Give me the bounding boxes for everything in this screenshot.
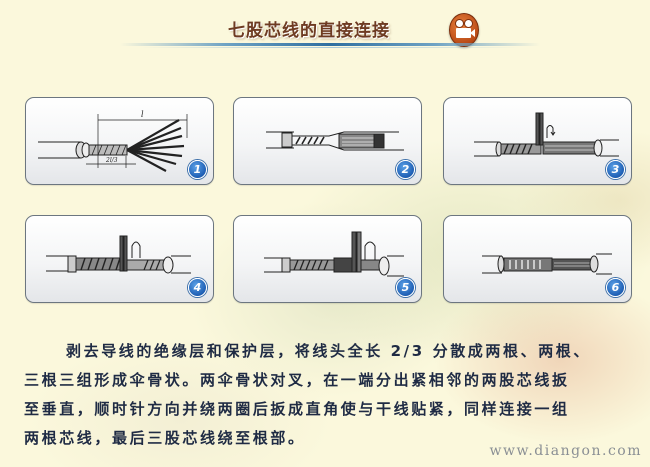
watermark: www.diangon.com bbox=[489, 443, 642, 459]
wire-diagram-spread-strands: l 2l/3 bbox=[38, 110, 188, 172]
wire-diagram-first-wind bbox=[474, 112, 619, 157]
wire-diagram-third-wind bbox=[264, 231, 404, 277]
step-number-badge: 3 bbox=[606, 160, 625, 179]
page-title: 七股芯线的直接连接 bbox=[228, 21, 390, 41]
camera-lens bbox=[470, 29, 475, 37]
camera-body bbox=[456, 28, 471, 38]
film-reel-right bbox=[464, 19, 473, 28]
step-number-badge: 1 bbox=[188, 160, 207, 179]
step-number-badge: 5 bbox=[396, 278, 415, 297]
wire-diagram-interlaced bbox=[266, 131, 404, 151]
instruction-line-2: 三根三组形成伞骨状。两伞骨状对叉，在一端分出紧相邻的两股芯线扳 bbox=[24, 371, 570, 389]
step-panel-5: 5 bbox=[233, 215, 422, 303]
instruction-line-4: 两根芯线，最后三股芯线绕至根部。 bbox=[24, 429, 306, 447]
step-panel-6: 6 bbox=[443, 215, 632, 303]
instruction-line-3: 至垂直，顺时针方向并绕两圈后扳成直角使与干线贴紧，同样连接一组 bbox=[24, 400, 570, 418]
svg-text:2l/3: 2l/3 bbox=[105, 157, 118, 164]
step-number-badge: 6 bbox=[606, 278, 625, 297]
step-panel-1: l 2l/3 1 bbox=[25, 97, 214, 185]
step-panel-2: 2 bbox=[233, 97, 422, 185]
title-divider bbox=[120, 43, 540, 46]
step-panel-4: 4 bbox=[25, 215, 214, 303]
film-reel-left bbox=[455, 19, 464, 28]
step-number-badge: 2 bbox=[396, 160, 415, 179]
wire-diagram-second-wind bbox=[46, 235, 191, 274]
header: 七股芯线的直接连接 bbox=[0, 0, 650, 60]
instruction-text: 剥去导线的绝缘层和保护层，将线头全长 2/3 分散成两根、两根、 三根三组形成伞… bbox=[24, 337, 634, 453]
step-panel-3: 3 bbox=[443, 97, 632, 185]
instruction-line-1: 剥去导线的绝缘层和保护层，将线头全长 2/3 分散成两根、两根、 bbox=[66, 342, 591, 360]
step-number-badge: 4 bbox=[188, 278, 207, 297]
title-divider-secondary bbox=[140, 47, 520, 48]
svg-text:l: l bbox=[141, 110, 144, 119]
wire-diagram-completed-joint bbox=[482, 253, 612, 275]
movie-camera-icon[interactable] bbox=[449, 13, 479, 47]
